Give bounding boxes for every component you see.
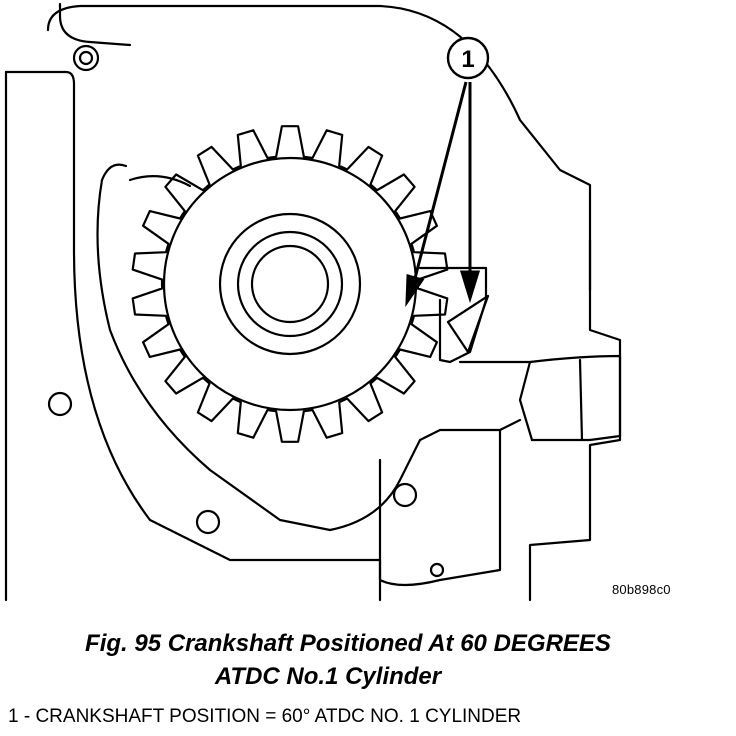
callout-1: 1 [405,36,490,308]
caption-line-1: Fig. 95 Crankshaft Positioned At 60 DEGR… [85,630,611,657]
arrow-head-left [405,274,425,308]
caption-line-2: ATDC No.1 Cylinder [214,663,442,690]
arrow-head-right [459,270,481,304]
timing-mark-housing [418,266,488,364]
left-bolt-hole [47,391,73,417]
cover-contour [96,163,522,532]
sprocket-hub-outer [218,212,362,356]
timing-mark-triangle [446,294,490,354]
sprocket-hub-mid [236,230,344,338]
engine-block-outline [46,4,622,602]
cover-inner-contour [128,175,192,188]
left-housing [4,70,382,602]
lower-bolt-hole-right [392,482,418,508]
block-top-edge [58,2,132,47]
sprocket-rim [162,156,418,412]
timing-mark-line [446,294,490,324]
top-bolt-hole-inner [78,50,94,66]
top-bolt-hole [72,44,100,72]
right-pipe-end [578,358,584,442]
right-lower-block [378,428,502,587]
crankshaft-diagram: 1 [4,2,622,602]
lower-bolt-hole-left [195,509,221,535]
legend-text: 1 - CRANKSHAFT POSITION = 60° ATDC NO. 1… [8,706,522,727]
small-bolt-hole [429,562,445,578]
crankshaft-sprocket [131,125,449,443]
right-pipe [458,354,622,442]
sprocket-teeth [131,125,449,443]
sprocket-hub-inner [250,244,330,324]
callout-number: 1 [461,46,474,73]
right-pipe-lip [518,360,534,442]
reference-code: 80b898c0 [612,582,671,597]
